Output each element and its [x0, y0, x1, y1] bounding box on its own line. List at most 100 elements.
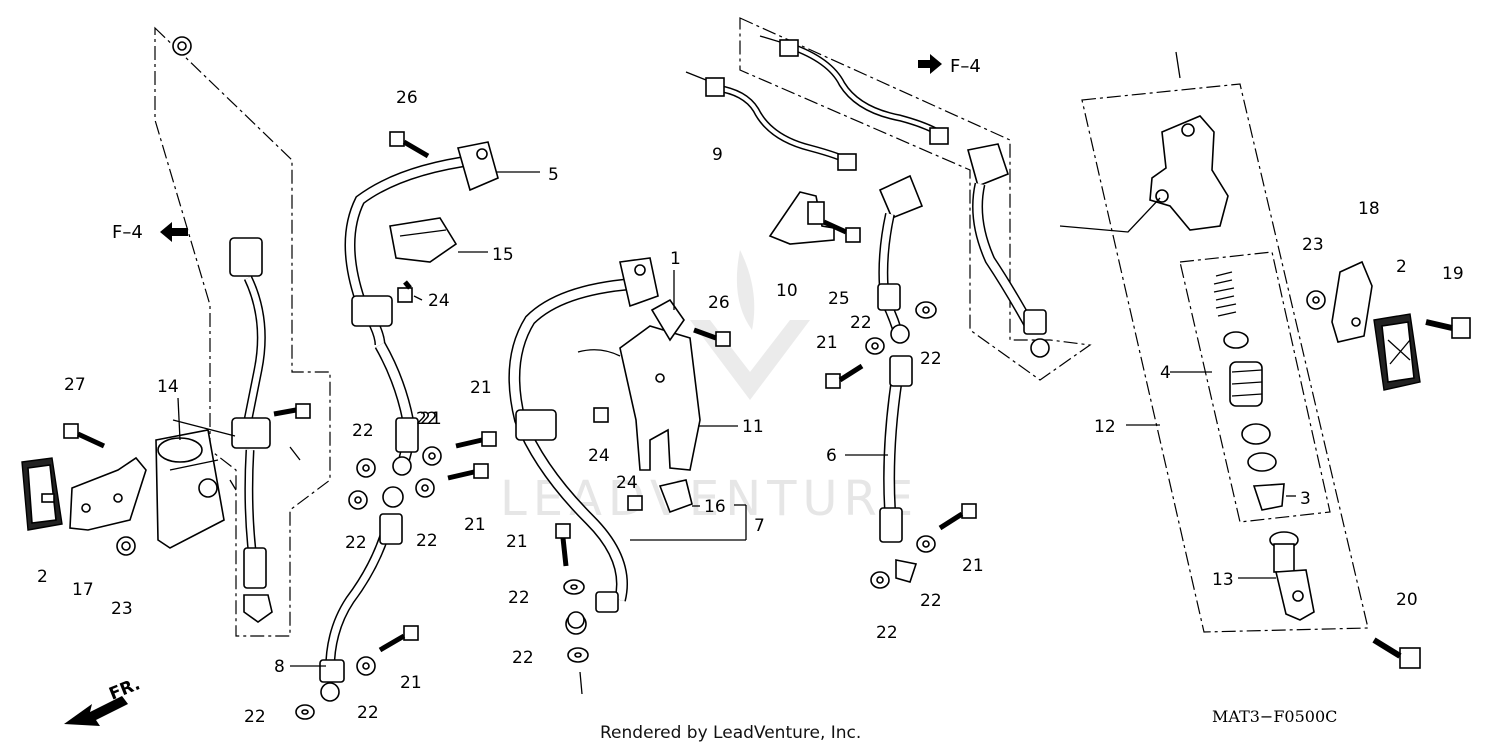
callout-9: 9 [712, 145, 723, 165]
callout-20: 20 [1396, 590, 1418, 610]
clamp-1 [650, 298, 685, 342]
bolt-19 [1425, 317, 1471, 339]
bolt-26-left [389, 131, 430, 159]
callout-16: 16 [704, 497, 726, 517]
hose-8 [319, 486, 404, 702]
callouts: 1 2 2 3 4 5 6 7 8 9 10 11 12 13 14 15 16… [37, 88, 1464, 727]
callout-22-k: 22 [920, 591, 942, 611]
washers-22 [295, 301, 937, 720]
callout-21-a: 21 [470, 378, 492, 398]
callout-21-b: 21 [464, 515, 486, 535]
callout-12: 12 [1094, 417, 1116, 437]
callout-3: 3 [1300, 489, 1311, 509]
pipe-top [759, 35, 949, 145]
hose-right-top [966, 143, 1050, 358]
callout-22-a: 22 [352, 421, 374, 441]
hose-6 [877, 174, 924, 583]
bolt-24-left [397, 280, 413, 303]
callout-11: 11 [742, 417, 764, 437]
clip-15 [389, 217, 458, 263]
callout-25: 25 [828, 289, 850, 309]
credit-text: Rendered by LeadVenture, Inc. [600, 723, 861, 743]
bolt-26-center [693, 327, 731, 347]
callout-18: 18 [1358, 199, 1380, 219]
callout-24-a: 24 [428, 291, 450, 311]
ref-left-label: F–4 [112, 222, 143, 243]
cylinder-14 [155, 429, 225, 549]
pipe-9 [685, 71, 857, 171]
callout-24-b: 24 [588, 446, 610, 466]
callout-27: 27 [64, 375, 86, 395]
callout-26-center: 26 [708, 293, 730, 313]
nut-23-right [1306, 290, 1326, 310]
callout-23-left: 23 [111, 599, 133, 619]
callout-5: 5 [548, 165, 559, 185]
callout-19: 19 [1442, 264, 1464, 284]
callout-24-c: 24 [616, 473, 638, 493]
left-assembly-outline [154, 26, 331, 637]
callout-6: 6 [826, 446, 837, 466]
group-12-outline [1081, 83, 1369, 633]
bolt-25 [822, 219, 861, 243]
callout-7: 7 [754, 516, 765, 536]
bracket-17 [69, 456, 147, 531]
callout-22-c: 22 [416, 409, 438, 429]
callout-26-left: 26 [396, 88, 418, 108]
diagram-code: MAT3−F0500C [1212, 707, 1337, 726]
rod-13 [1269, 531, 1315, 621]
pad-2-right [1373, 313, 1421, 391]
callout-1: 1 [670, 249, 681, 269]
left-hose [172, 36, 301, 623]
group-4-outline [1179, 251, 1331, 523]
callout-2-right: 2 [1396, 257, 1407, 277]
callout-22-i: 22 [850, 313, 872, 333]
callout-22-g: 22 [508, 588, 530, 608]
callout-22-j: 22 [920, 349, 942, 369]
bolts-24-center [593, 407, 643, 511]
arrow-top-right [1175, 51, 1181, 79]
callout-22-e: 22 [357, 703, 379, 723]
ref-arrow-left: F–4 [112, 222, 188, 243]
spring-stack [1213, 271, 1285, 511]
callout-21-e: 21 [816, 333, 838, 353]
master-cylinder [1059, 115, 1229, 233]
front-direction-arrow: FR. [64, 674, 143, 726]
callout-17: 17 [72, 580, 94, 600]
nut-23-left [116, 536, 136, 556]
callout-8: 8 [274, 657, 285, 677]
callout-21-c: 21 [506, 532, 528, 552]
ref-arrow-top: F–4 [918, 54, 981, 77]
callout-22-h: 22 [512, 648, 534, 668]
hose-7 [508, 257, 659, 629]
bolt-20 [1372, 637, 1421, 669]
callout-13: 13 [1212, 570, 1234, 590]
callout-15: 15 [492, 245, 514, 265]
callout-22-b: 22 [345, 533, 367, 553]
callout-22-f: 22 [244, 707, 266, 727]
clip-16 [658, 479, 693, 514]
bolt-27 [63, 423, 106, 449]
bolt-left-junction [273, 403, 311, 419]
callout-22-d: 22 [416, 531, 438, 551]
bolts-21 [378, 363, 977, 653]
bracket-11 [577, 325, 701, 471]
hose-5 [344, 141, 499, 476]
callout-2-left: 2 [37, 567, 48, 587]
callout-22-l: 22 [876, 623, 898, 643]
callout-21-f: 21 [962, 556, 984, 576]
callout-23-right: 23 [1302, 235, 1324, 255]
pad-2-left [21, 457, 63, 531]
callout-14: 14 [157, 377, 179, 397]
leader-lines [172, 171, 1296, 695]
callout-21-d: 21 [400, 673, 422, 693]
bracket-10 [768, 191, 835, 245]
top-right-outline [739, 17, 1092, 381]
callout-21-g: 21 [420, 409, 442, 429]
front-direction-label: FR. [106, 674, 143, 704]
bracket-18 [1331, 260, 1373, 343]
callout-10: 10 [776, 281, 798, 301]
callout-4: 4 [1160, 363, 1171, 383]
ref-top-label: F–4 [950, 56, 981, 77]
